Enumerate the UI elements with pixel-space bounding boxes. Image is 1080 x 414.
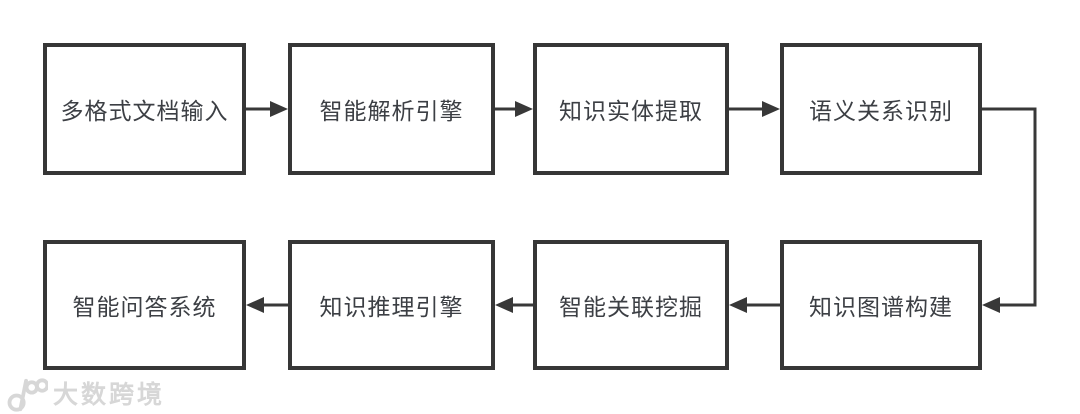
flow-node-parsing-engine: 智能解析引擎 xyxy=(288,43,495,175)
arrow-association-to-reasoning xyxy=(495,297,533,313)
flow-node-label: 知识推理引擎 xyxy=(319,294,464,320)
watermark-100-logo-icon xyxy=(7,378,48,412)
arrow-reasoning-to-qa xyxy=(246,297,288,313)
flow-node-entity-extraction: 知识实体提取 xyxy=(533,43,729,175)
flow-node-label: 语义关系识别 xyxy=(809,98,953,124)
flow-node-graph-construction: 知识图谱构建 xyxy=(780,240,982,370)
flow-node-relation-recognition: 语义关系识别 xyxy=(780,43,982,175)
arrow-relation-to-graph-connector xyxy=(982,107,1037,313)
flow-node-label: 多格式文档输入 xyxy=(60,98,229,124)
flow-node-label: 智能问答系统 xyxy=(72,294,217,320)
arrow-graph-to-association xyxy=(729,297,780,313)
flow-node-label: 智能关联挖掘 xyxy=(559,294,703,320)
flow-node-label: 智能解析引擎 xyxy=(319,98,464,124)
flow-node-qa-system: 智能问答系统 xyxy=(43,240,246,370)
flow-node-association-mining: 智能关联挖掘 xyxy=(533,240,729,370)
flow-node-reasoning-engine: 知识推理引擎 xyxy=(288,240,495,370)
arrow-input-to-parsing xyxy=(246,101,288,117)
flow-node-label: 知识图谱构建 xyxy=(809,294,953,320)
watermark: 大数跨境 xyxy=(6,377,165,413)
arrow-parsing-to-entity xyxy=(495,101,533,117)
flow-node-label: 知识实体提取 xyxy=(559,98,703,124)
watermark-text: 大数跨境 xyxy=(53,380,166,409)
flow-node-document-input: 多格式文档输入 xyxy=(43,43,246,175)
arrow-entity-to-relation xyxy=(729,101,780,117)
